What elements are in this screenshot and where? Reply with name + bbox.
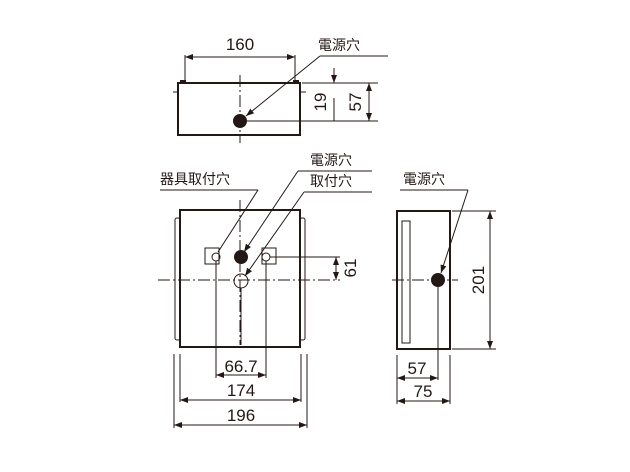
right-rail [299, 217, 306, 341]
side-power-hole [431, 273, 445, 287]
top-left-tab [180, 80, 186, 83]
dim-57-top: 57 [346, 93, 365, 112]
fixture-mount-hole-right [261, 247, 277, 265]
side-view: 電源穴 201 57 75 [392, 172, 496, 404]
dim-61: 61 [341, 259, 360, 278]
fixture-mount-hole-label: 器具取付穴 [160, 172, 230, 188]
dim-57-side: 57 [408, 359, 427, 378]
dim-174: 174 [227, 381, 255, 400]
top-right-tab [293, 80, 299, 83]
side-slot [401, 220, 411, 344]
top-power-hole-label: 電源穴 [318, 38, 360, 54]
dim-201: 201 [469, 266, 488, 294]
front-power-hole [234, 250, 248, 264]
side-power-hole-label: 電源穴 [403, 172, 445, 188]
top-view-body [177, 82, 301, 136]
dim-196: 196 [227, 406, 255, 425]
dim-19: 19 [311, 93, 330, 112]
fixture-mount-hole-left [204, 247, 220, 265]
top-power-hole [233, 114, 247, 128]
top-view: 160 電源穴 19 57 [173, 35, 388, 143]
left-rail [174, 217, 181, 341]
dim-160: 160 [226, 35, 254, 54]
front-view: 器具取付穴 電源穴 取付穴 61 66.7 174 196 [158, 153, 372, 428]
front-mount-hole [233, 273, 249, 289]
dim-75: 75 [414, 382, 433, 401]
dim-66-7: 66.7 [224, 357, 257, 376]
mount-hole-label: 取付穴 [310, 174, 352, 190]
front-power-hole-label: 電源穴 [310, 153, 352, 169]
